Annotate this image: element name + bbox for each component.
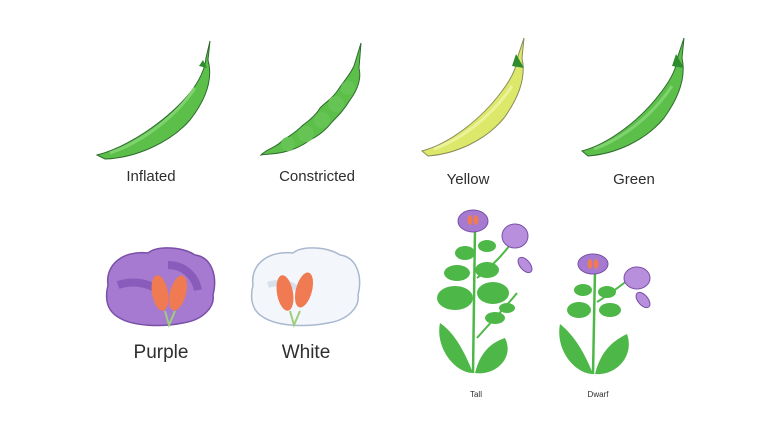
flower-label-white: White xyxy=(281,342,331,363)
pod-label-inflated: Inflated xyxy=(126,168,176,185)
plant-label-dwarf: Dwarf xyxy=(587,390,609,399)
yellow-pod-illustration xyxy=(420,37,525,157)
inflated-pod-illustration xyxy=(95,40,211,160)
plant-label-tall: Tall xyxy=(469,390,482,399)
pod-label-constricted: Constricted xyxy=(279,168,355,185)
flower-label-purple: Purple xyxy=(133,342,189,363)
purple-flower-illustration xyxy=(105,247,216,328)
white-flower-illustration xyxy=(250,247,361,328)
tall-plant-illustration xyxy=(437,209,533,374)
pod-label-green: Green xyxy=(613,171,655,188)
green-pod-illustration xyxy=(580,37,685,157)
constricted-pod-illustration xyxy=(259,42,362,156)
pod-label-yellow: Yellow xyxy=(446,171,490,188)
dwarf-plant-illustration xyxy=(559,253,651,375)
